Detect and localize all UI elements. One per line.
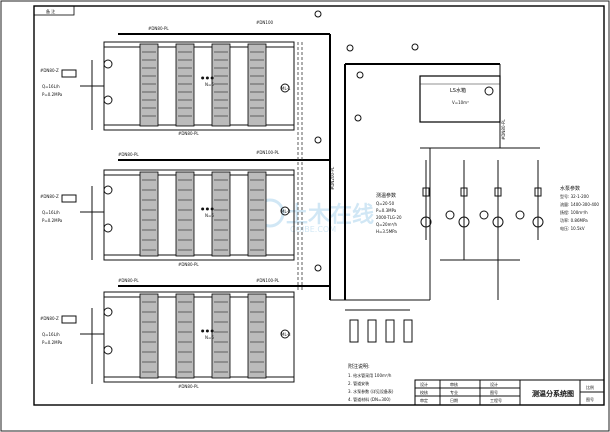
svg-text:电压: 10.5kV: 电压: 10.5kV <box>560 225 585 231</box>
svg-text:设计: 设计 <box>490 381 498 387</box>
params-mid: 测温参数 Q=20-50 P=0.3MPa 2000-TLG-20 Q=20m³… <box>376 192 402 234</box>
main-risers: #DN200-PL #DN80-PL <box>297 10 540 301</box>
heat-exchanger <box>211 43 231 127</box>
svg-text:#DN80-PL: #DN80-PL <box>148 26 169 31</box>
svg-text:Q=16L/h: Q=16L/h <box>42 210 60 215</box>
svg-text:1. 给水管采用 100m³/h: 1. 给水管采用 100m³/h <box>348 372 392 378</box>
cooler-unit-top: ● ● ● N=6 #DN80-PL #DN100 #DN80-PL ML-1 … <box>40 20 330 136</box>
svg-text:#DN80-PL: #DN80-PL <box>178 384 199 389</box>
svg-text:2. 管道安装: 2. 管道安装 <box>348 380 369 386</box>
svg-text:ML-3: ML-3 <box>281 332 291 337</box>
svg-text:N=6: N=6 <box>205 335 214 340</box>
svg-text:功率: 0.86MPa: 功率: 0.86MPa <box>560 217 588 223</box>
svg-text:P=0.2MPa: P=0.2MPa <box>42 92 63 97</box>
svg-text:专业: 专业 <box>450 389 458 395</box>
title-block: 设计 审核 设计 校核 专业 图号 审定 日期 工程号 比例 图号 测温分系统图 <box>414 379 605 406</box>
cooler-unit-middle: ● ● ● N=6 #DN80-PL #DN100-PL #DN80-PL ML… <box>40 150 330 267</box>
svg-text:ML-2: ML-2 <box>281 209 291 214</box>
svg-text:#DN80-PL: #DN80-PL <box>118 152 139 157</box>
svg-text:N=6: N=6 <box>205 213 214 218</box>
svg-text:Q=16L/h: Q=16L/h <box>42 332 60 337</box>
watermark: 土木在线 COIBE.COM <box>255 198 374 234</box>
svg-text:P=0.2MPa: P=0.2MPa <box>42 218 63 223</box>
pump-group <box>420 160 544 300</box>
svg-text:#DN100: #DN100 <box>256 20 274 25</box>
svg-text:Q=16L/h: Q=16L/h <box>42 84 60 89</box>
svg-text:比例: 比例 <box>586 384 594 390</box>
svg-text:● ● ●: ● ● ● <box>201 206 215 211</box>
svg-text:P=0.3MPa: P=0.3MPa <box>376 208 397 213</box>
svg-text:● ● ●: ● ● ● <box>201 75 215 80</box>
svg-text:#DN100-PL: #DN100-PL <box>256 278 280 283</box>
svg-text:H=3.5MPa: H=3.5MPa <box>376 229 397 234</box>
drawing-title: 测温分系统图 <box>532 389 574 398</box>
cooler-unit-bottom: ● ● ● N=6 #DN80-PL #DN100-PL #DN80-PL ML… <box>40 278 330 389</box>
svg-text:N=6: N=6 <box>205 82 214 87</box>
svg-text:图号: 图号 <box>490 389 498 395</box>
notes: 附注说明: 1. 给水管采用 100m³/h 2. 管道安装 3. 水泵参数 (… <box>348 363 394 402</box>
svg-text:水泵参数: 水泵参数 <box>560 185 580 192</box>
heat-exchanger <box>175 43 195 127</box>
svg-text:LS水箱: LS水箱 <box>450 87 466 94</box>
meter-symbol <box>280 83 290 93</box>
svg-text:设计: 设计 <box>420 381 428 387</box>
drawing-frame <box>33 5 605 406</box>
svg-text:#DN100-PL: #DN100-PL <box>256 150 280 155</box>
svg-text:#DN80-Z: #DN80-Z <box>40 194 59 199</box>
svg-text:3. 水泵参数 (详见设备表): 3. 水泵参数 (详见设备表) <box>348 388 394 394</box>
svg-text:P=0.2MPa: P=0.2MPa <box>42 340 63 345</box>
svg-text:#DN80-Z: #DN80-Z <box>40 68 59 73</box>
svg-text:4. 管道材料 (DN=300): 4. 管道材料 (DN=300) <box>348 396 391 402</box>
svg-text:#DN200-PL: #DN200-PL <box>330 166 335 190</box>
svg-text:COIBE.COM: COIBE.COM <box>290 225 336 234</box>
svg-text:扬程: 100m³/h: 扬程: 100m³/h <box>560 209 588 215</box>
svg-text:V=10m³: V=10m³ <box>452 100 469 105</box>
svg-text:● ● ●: ● ● ● <box>201 328 215 333</box>
svg-text:#DN80-PL: #DN80-PL <box>178 262 199 267</box>
water-tank: LS水箱 V=10m³ <box>419 75 501 123</box>
corner-tag-box <box>33 5 75 16</box>
svg-text:图号: 图号 <box>586 396 594 402</box>
svg-text:审核: 审核 <box>450 381 458 387</box>
svg-text:审定: 审定 <box>420 397 428 403</box>
params-right: 水泵参数 型号: 32-1-200 流量: 1400-300-400 扬程: 1… <box>560 185 599 231</box>
svg-text:型号: 32-1-200: 型号: 32-1-200 <box>560 193 589 199</box>
svg-text:校核: 校核 <box>420 389 428 395</box>
svg-text:#DN80-PL: #DN80-PL <box>501 119 506 140</box>
svg-text:#DN80-Z: #DN80-Z <box>40 316 59 321</box>
svg-text:流量: 1400-300-400: 流量: 1400-300-400 <box>560 201 599 207</box>
svg-text:#DN80-PL: #DN80-PL <box>178 131 199 136</box>
svg-text:日期: 日期 <box>450 397 458 403</box>
heat-exchanger <box>139 43 159 127</box>
lower-equipment <box>345 309 413 343</box>
svg-text:测温参数: 测温参数 <box>376 192 396 199</box>
svg-text:#DN80-PL: #DN80-PL <box>118 278 139 283</box>
svg-text:Q=20m³/h: Q=20m³/h <box>376 222 397 227</box>
svg-text:工程号: 工程号 <box>490 397 502 403</box>
corner-tag: 备 注 <box>46 8 55 14</box>
svg-text:Q=20-50: Q=20-50 <box>376 201 395 206</box>
svg-text:附注说明:: 附注说明: <box>348 363 370 370</box>
heat-exchanger <box>247 43 267 127</box>
svg-text:2000-TLG-20: 2000-TLG-20 <box>376 215 402 220</box>
svg-text:ML-1: ML-1 <box>281 86 291 91</box>
